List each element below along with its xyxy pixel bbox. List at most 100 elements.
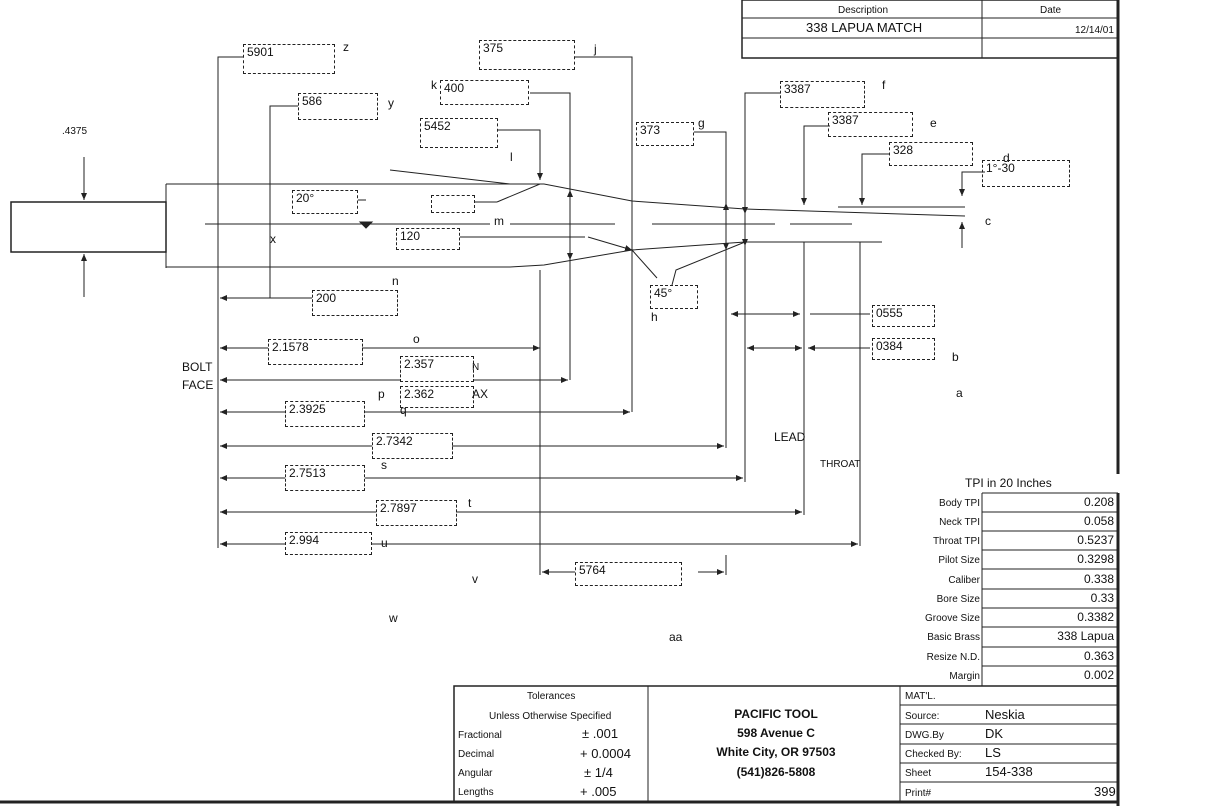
tpi-value: 0.363 xyxy=(1083,649,1114,663)
dim-aa-letter: aa xyxy=(669,630,683,644)
dim-d-letter: d xyxy=(1003,151,1010,165)
company-phone: (541)826-5808 xyxy=(736,765,816,779)
header-table xyxy=(741,0,1119,59)
description-label: Description xyxy=(838,5,889,16)
dim-l: 5452 xyxy=(420,118,498,148)
tolerance-value: ± .001 xyxy=(582,726,619,741)
dim-m-letter: m xyxy=(494,214,504,228)
dim-f: 3387 xyxy=(780,81,865,108)
info-value: 154-338 xyxy=(985,764,1033,779)
info-label: MAT'L. xyxy=(905,691,936,702)
tpi-value: 0.3298 xyxy=(1077,552,1114,566)
tpi-value: 0.208 xyxy=(1083,495,1114,509)
tpi-label: Margin xyxy=(949,671,980,682)
dim-p2-letter: AX xyxy=(472,387,489,401)
dim-k-letter: k xyxy=(431,78,437,92)
label-c: c xyxy=(985,214,991,228)
tpi-label: Bore Size xyxy=(936,594,980,605)
tolerances-subtitle: Unless Otherwise Specified xyxy=(489,711,612,722)
dim-t-letter: t xyxy=(468,496,472,510)
tpi-value: 0.058 xyxy=(1083,514,1114,528)
label-p: p xyxy=(378,387,385,401)
tpi-label: Pilot Size xyxy=(938,555,980,566)
tpi-value: 0.3382 xyxy=(1077,610,1114,624)
reamer-pilot xyxy=(10,201,167,253)
tpi-label: Resize N.D. xyxy=(926,652,980,663)
dim-h: 45° xyxy=(650,285,698,309)
tolerance-value: ± 1/4 xyxy=(584,765,613,780)
chamber-outline xyxy=(166,183,966,217)
tpi-value: 0.5237 xyxy=(1077,533,1114,547)
dim-g: 373 xyxy=(636,122,694,146)
lead-label: LEAD xyxy=(774,430,806,444)
dim-b2: 0384 xyxy=(872,338,935,360)
dim-j: 375 xyxy=(479,40,575,70)
tpi-label: Basic Brass xyxy=(927,632,980,643)
info-label: DWG.By xyxy=(905,730,944,741)
dim-o-letter: o xyxy=(413,332,420,346)
tpi-label: Caliber xyxy=(948,575,980,586)
dim-g-letter: g xyxy=(698,116,705,130)
description-value: 338 LAPUA MATCH xyxy=(806,20,923,35)
tolerance-label: Decimal xyxy=(458,749,495,760)
info-value: LS xyxy=(985,745,1001,760)
label-x: x xyxy=(270,232,276,246)
dim-s-letter: s xyxy=(381,458,387,472)
company-name: PACIFIC TOOL xyxy=(734,707,818,721)
dim-n-letter: n xyxy=(392,274,399,288)
tolerance-label: Fractional xyxy=(458,730,502,741)
company-street: 598 Avenue C xyxy=(737,726,815,740)
dim-aa: 5764 xyxy=(575,562,682,586)
dim-e: 3387 xyxy=(828,112,913,137)
dim-r: 2.7342 xyxy=(372,433,453,459)
dim-j-letter: j xyxy=(594,42,597,56)
info-label: Checked By: xyxy=(905,749,962,760)
dim-h-letter: h xyxy=(651,310,658,324)
dim-m: 120 xyxy=(396,228,460,250)
dim-b1: 0555 xyxy=(872,305,935,327)
label-w: w xyxy=(389,611,398,625)
dim-y-letter: y xyxy=(388,96,394,110)
tpi-value: 338 Lapua xyxy=(1057,629,1114,643)
dim-z-letter: z xyxy=(343,40,349,54)
tpi-value: 0.002 xyxy=(1083,668,1114,682)
dim-p2: 2.362 xyxy=(400,386,474,408)
info-value: Neskia xyxy=(985,707,1025,722)
dim-t: 2.7897 xyxy=(376,500,457,526)
pilot-diameter: .4375 xyxy=(62,126,88,137)
tpi-label: Neck TPI xyxy=(939,517,980,528)
dim-o: 2.1578 xyxy=(268,339,363,365)
tpi-label: Body TPI xyxy=(939,498,980,509)
info-value: DK xyxy=(985,726,1004,741)
date-label: Date xyxy=(1040,5,1062,16)
tolerance-value: + .005 xyxy=(580,784,617,799)
tolerance-label: Angular xyxy=(458,768,493,779)
tolerance-label: Lengths xyxy=(458,787,494,798)
tpi-value: 0.338 xyxy=(1083,572,1114,586)
info-label: Sheet xyxy=(905,768,932,779)
dim-d2: 1°-30 xyxy=(982,160,1070,187)
dim-p1: 2.357 xyxy=(400,356,474,382)
dim-k: 400 xyxy=(440,80,529,105)
dim-z: 5901 xyxy=(243,44,335,74)
dim-angle-20: 20° xyxy=(292,190,358,214)
dim-f-letter: f xyxy=(882,78,886,92)
dim-l-letter: l xyxy=(510,150,513,164)
tpi-title: TPI in 20 Inches xyxy=(965,476,1052,490)
dim-u: 2.994 xyxy=(285,532,372,555)
dim-n: 200 xyxy=(312,290,398,316)
dim-y: 586 xyxy=(298,93,378,120)
label-a: a xyxy=(956,386,963,400)
tpi-label: Throat TPI xyxy=(932,536,980,547)
dim-u-letter: u xyxy=(381,536,388,550)
info-value: 399 xyxy=(1094,784,1116,799)
dim-p1-letter: N xyxy=(472,362,480,373)
throat-label: THROAT xyxy=(820,459,861,470)
tolerances-title: Tolerances xyxy=(527,691,576,702)
dim-d: 328 xyxy=(889,142,973,166)
dim-s: 2.7513 xyxy=(285,465,365,491)
date-value: 12/14/01 xyxy=(1075,25,1114,36)
dim-e-letter: e xyxy=(930,116,937,130)
info-label: Source: xyxy=(905,711,940,722)
dim-blank xyxy=(431,195,475,213)
